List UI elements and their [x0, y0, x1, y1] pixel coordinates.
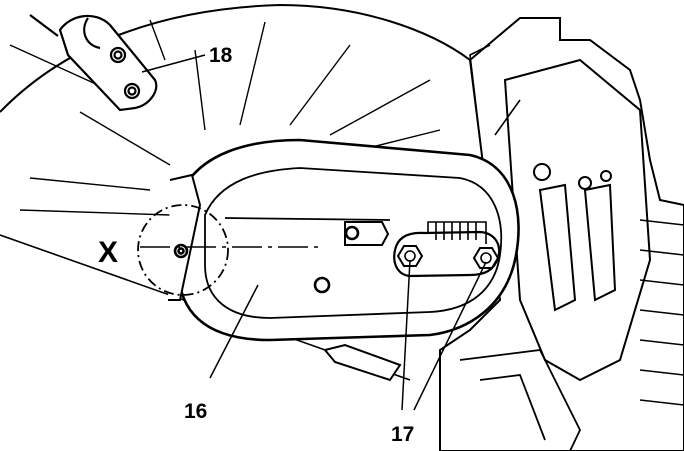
cover-adjuster-teeth	[427, 221, 487, 244]
callout-17: 17	[391, 423, 414, 446]
housing-bolt-2	[578, 176, 592, 190]
cover-lower-flange	[323, 343, 402, 382]
bracket-hole-lower-inner	[127, 86, 137, 96]
callout-18: 18	[209, 44, 233, 67]
cover-spindle-bolt	[344, 225, 360, 241]
housing-panel-outer	[503, 58, 652, 382]
leader-18	[141, 54, 206, 73]
housing-panel-slot-1	[538, 183, 577, 312]
housing-panel-slot-2	[583, 183, 617, 302]
engine-housing	[439, 17, 684, 451]
cover-inner-rim	[204, 167, 503, 319]
nut-right	[472, 247, 500, 269]
leader-17a	[401, 259, 411, 411]
cover-screw-left-inner	[177, 247, 185, 255]
cover-hole	[313, 276, 331, 294]
blade-guard-cover	[168, 138, 520, 382]
callout-16: 16	[184, 400, 207, 423]
blade-outer-arc	[0, 3, 471, 113]
leader-16	[209, 284, 259, 379]
bracket-part-18	[29, 14, 158, 112]
housing-lower-frame	[459, 349, 582, 451]
housing-fins	[639, 219, 684, 406]
housing-bolt-3	[600, 170, 612, 182]
housing-bolt-1	[533, 163, 551, 181]
bracket-hole-upper-inner	[113, 50, 123, 60]
leader-17b	[413, 261, 487, 411]
detail-circle	[137, 204, 320, 296]
nut-left	[396, 245, 424, 267]
leader-lines	[141, 54, 487, 411]
callout-x: X	[98, 236, 118, 269]
